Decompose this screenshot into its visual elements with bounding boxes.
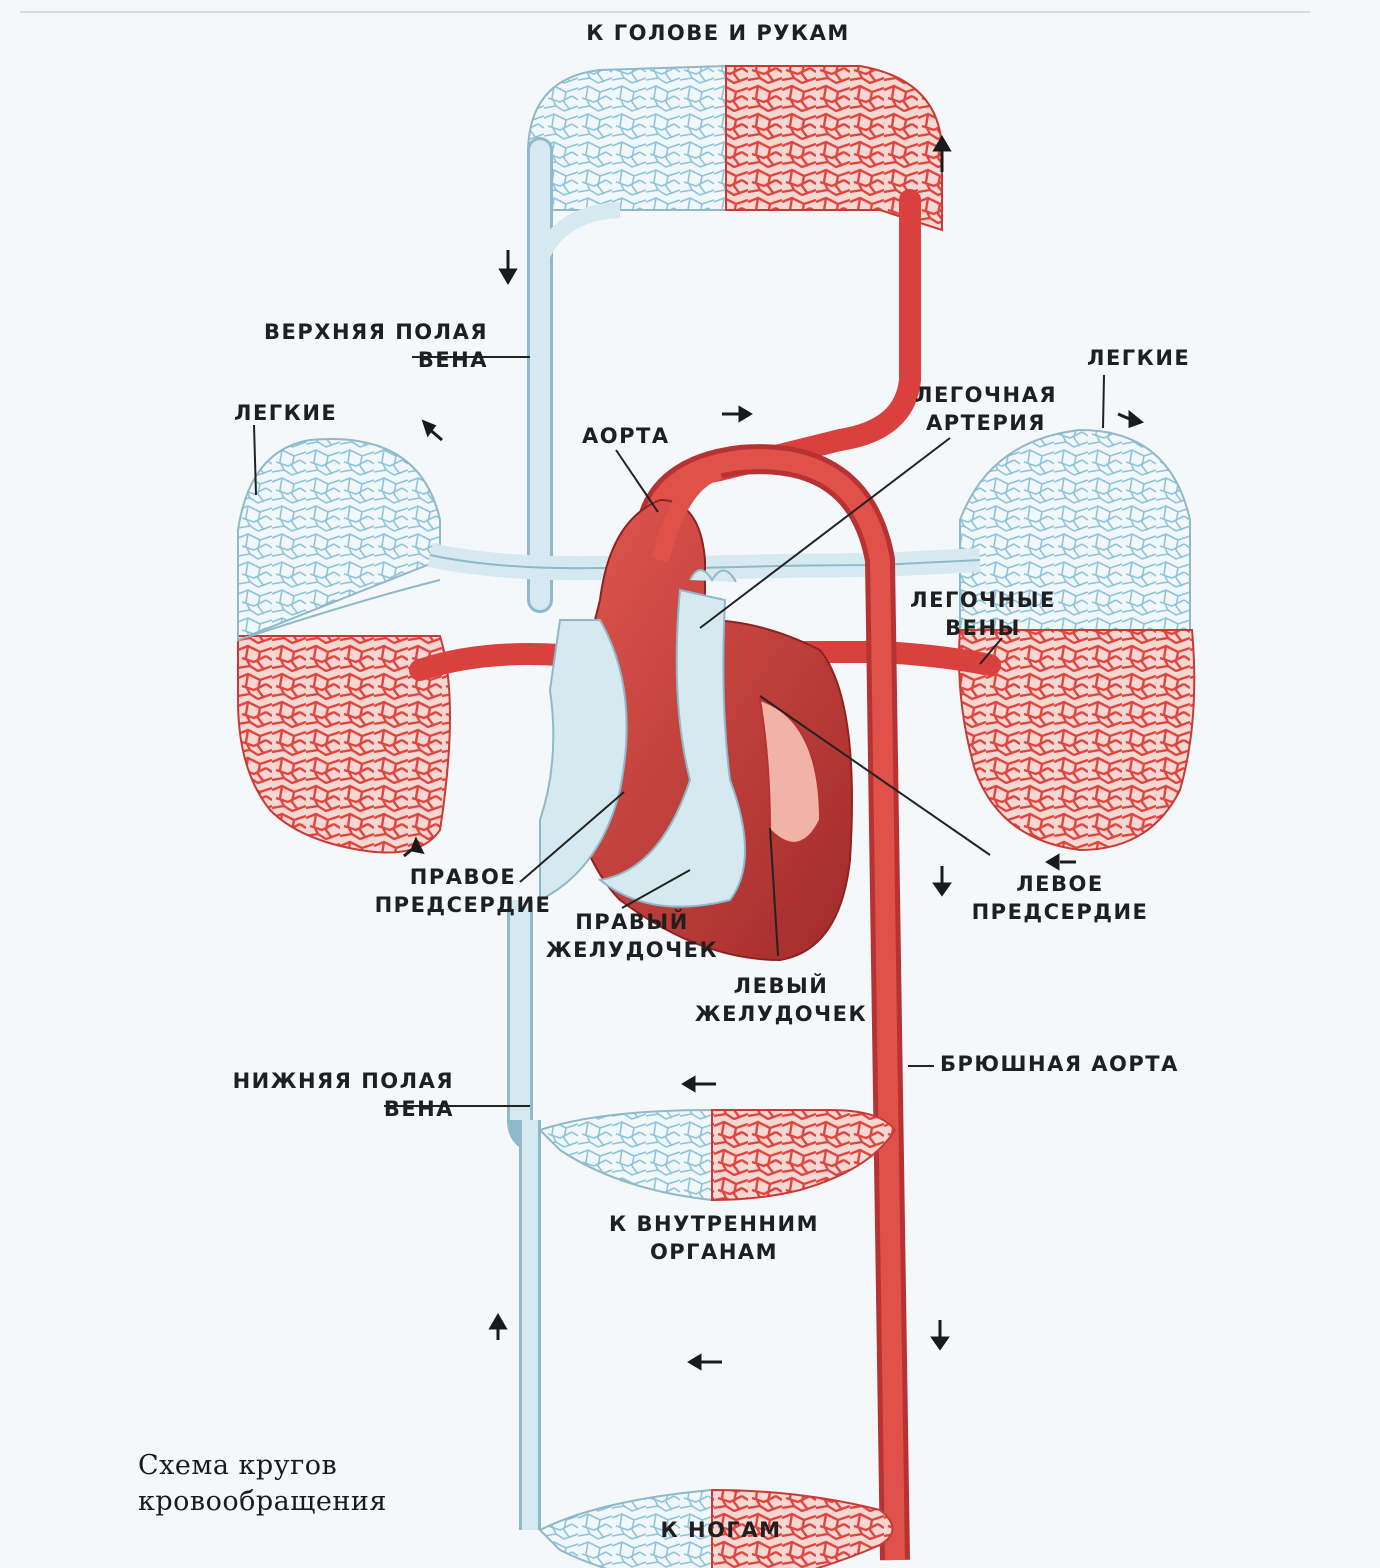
label-pulmonary-artery-line2: АРТЕРИЯ — [926, 411, 1046, 435]
label-lungs-right: ЛЕГКИЕ — [1087, 346, 1191, 370]
label-internal-organs-line1: К ВНУТРЕННИМ — [609, 1212, 819, 1236]
label-abdominal-aorta: БРЮШНАЯ АОРТА — [940, 1052, 1179, 1076]
caption-line2: кровообращения — [138, 1486, 387, 1517]
label-left-atrium: ЛЕВОЕ ПРЕДСЕРДИЕ — [972, 870, 1149, 926]
label-inferior-vena-cava-line2: ВЕНА — [383, 1097, 454, 1121]
label-left-ventricle-line2: ЖЕЛУДОЧЕК — [694, 1002, 868, 1026]
label-right-atrium: ПРАВОЕ ПРЕДСЕРДИЕ — [375, 863, 552, 919]
label-internal-organs: К ВНУТРЕННИМ ОРГАНАМ — [609, 1210, 819, 1266]
label-left-atrium-line2: ПРЕДСЕРДИЕ — [971, 900, 1149, 924]
label-lungs-left: ЛЕГКИЕ — [234, 401, 338, 425]
label-left-ventricle: ЛЕВЫЙ ЖЕЛУДОЧЕК — [695, 972, 867, 1028]
label-internal-organs-line2: ОРГАНАМ — [649, 1240, 779, 1264]
label-right-atrium-line2: ПРЕДСЕРДИЕ — [374, 893, 552, 917]
diagram-caption: Схема кругов кровообращения — [138, 1448, 387, 1520]
label-pulmonary-veins-line2: ВЕНЫ — [945, 616, 1021, 640]
label-right-ventricle-line1: ПРАВЫЙ — [575, 910, 689, 934]
right-lung — [958, 428, 1196, 852]
label-pulmonary-veins-line1: ЛЕГОЧНЫЕ — [910, 588, 1056, 612]
label-inferior-vena-cava: НИЖНЯЯ ПОЛАЯ ВЕНА — [233, 1067, 454, 1123]
head-arms-capillaries — [527, 64, 943, 232]
label-right-atrium-line1: ПРАВОЕ — [409, 865, 517, 889]
flow-arrows — [403, 135, 1144, 1371]
label-superior-vena-cava-line2: ВЕНА — [417, 348, 488, 372]
left-lung — [237, 438, 451, 854]
label-superior-vena-cava: ВЕРХНЯЯ ПОЛАЯ ВЕНА — [264, 318, 488, 374]
label-aorta: АОРТА — [582, 424, 670, 448]
leader-lines — [253, 356, 1105, 1107]
internal-organs-capillaries — [538, 1108, 897, 1202]
label-pulmonary-artery-line1: ЛЕГОЧНАЯ — [915, 383, 1057, 407]
caption-line1: Схема кругов — [138, 1450, 338, 1481]
label-right-ventricle: ПРАВЫЙ ЖЕЛУДОЧЕК — [546, 908, 718, 964]
label-pulmonary-veins: ЛЕГОЧНЫЕ ВЕНЫ — [910, 586, 1056, 642]
label-left-ventricle-line1: ЛЕВЫЙ — [733, 974, 829, 998]
label-legs: К НОГАМ — [660, 1518, 782, 1542]
legs-capillaries — [538, 1488, 894, 1568]
label-pulmonary-artery: ЛЕГОЧНАЯ АРТЕРИЯ — [915, 381, 1057, 437]
label-right-ventricle-line2: ЖЕЛУДОЧЕК — [545, 938, 719, 962]
label-left-atrium-line1: ЛЕВОЕ — [1016, 872, 1104, 896]
heart — [539, 461, 853, 962]
label-inferior-vena-cava-line1: НИЖНЯЯ ПОЛАЯ — [232, 1069, 454, 1093]
label-head-arms: К ГОЛОВЕ И РУКАМ — [586, 21, 850, 45]
label-superior-vena-cava-line1: ВЕРХНЯЯ ПОЛАЯ — [264, 320, 488, 344]
